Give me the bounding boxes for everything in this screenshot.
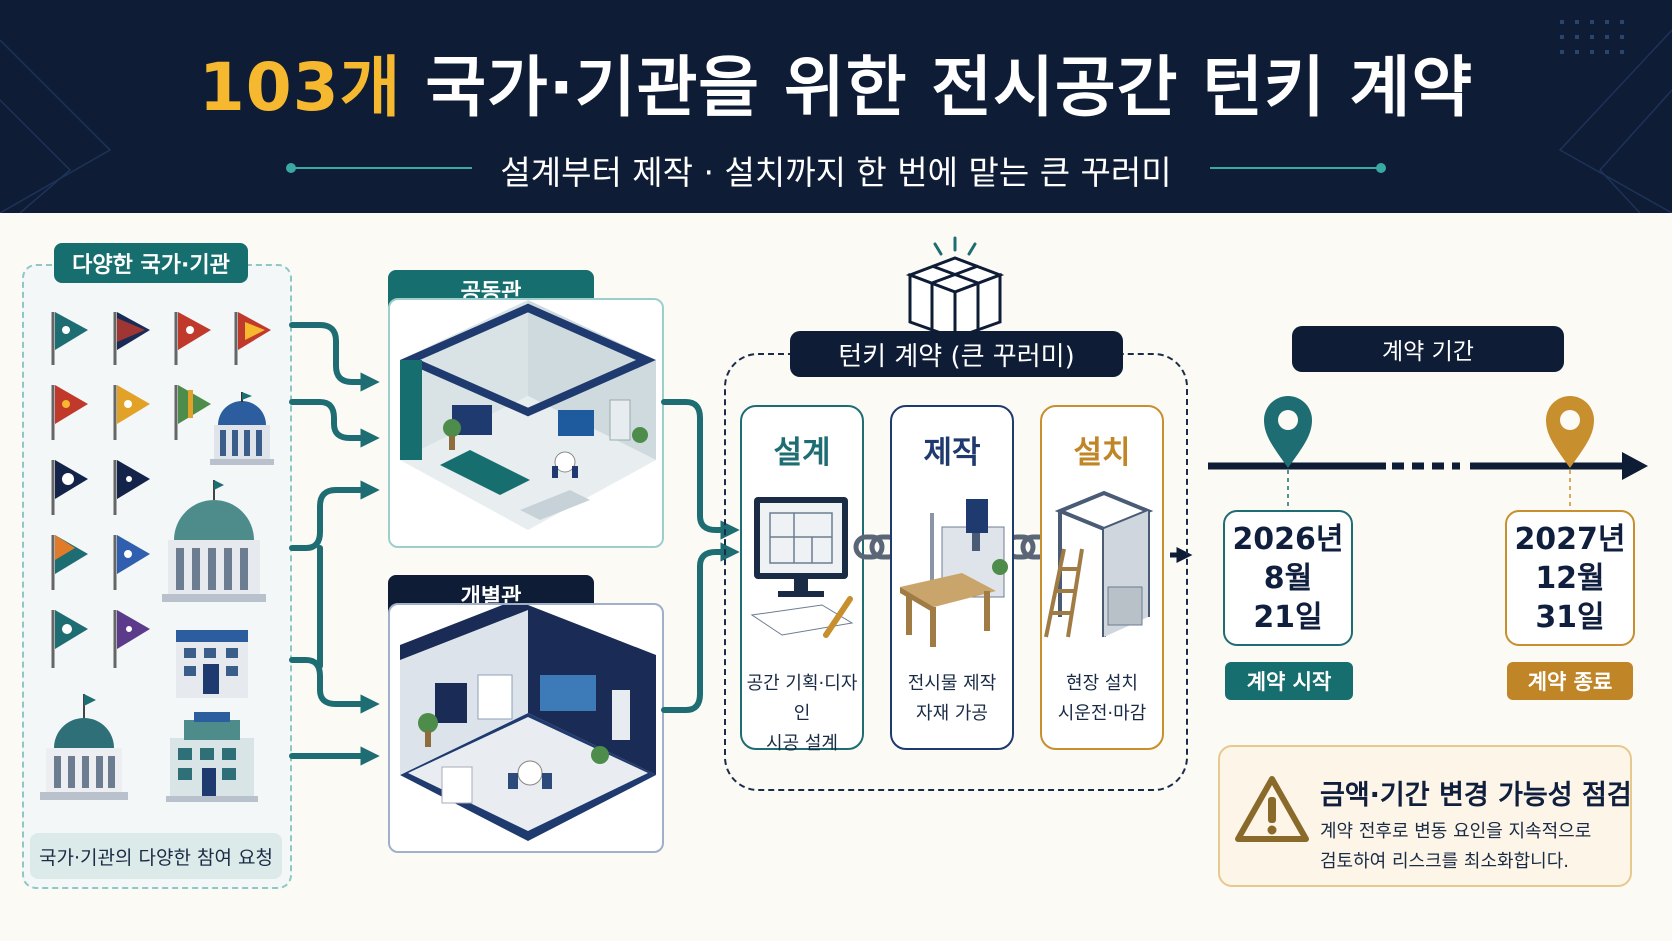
- flag-icon: [113, 535, 150, 590]
- step-desc-production: 전시물 제작 자재 가공: [892, 669, 1012, 729]
- flag-icon: [113, 460, 150, 515]
- workbench-machine-icon: [900, 499, 1008, 647]
- flag-icon: [174, 312, 211, 365]
- title-accent: 103개: [198, 49, 402, 126]
- start-date-month: 8월: [1263, 560, 1313, 596]
- header-pattern: [0, 20, 1672, 213]
- turnkey-label: 턴키 계약 (큰 꾸러미): [790, 331, 1123, 377]
- individual-pavilion-card: [388, 603, 664, 853]
- step-desc-line: 현장 설치: [1066, 673, 1138, 694]
- end-date-box: 2027년 12월 31일: [1505, 510, 1635, 646]
- contract-end-tag: 계약 종료: [1507, 662, 1633, 700]
- step-card-installation: 설치 현장 설치 시운전·마감: [1040, 405, 1164, 750]
- step-desc-line: 시운전·마감: [1057, 703, 1147, 724]
- step-desc-line: 전시물 제작: [907, 673, 997, 694]
- contract-period-label: 계약 기간: [1292, 326, 1564, 372]
- start-date-box: 2026년 8월 21일: [1223, 510, 1353, 646]
- header-banner: 103개 국가·기관을 위한 전시공간 턴키 계약 설계부터 제작 · 설치까지…: [0, 0, 1672, 213]
- page-subtitle: 설계부터 제작 · 설치까지 한 번에 맡는 큰 꾸러미: [500, 153, 1172, 192]
- flag-icon: [51, 610, 88, 668]
- flag-icon: [51, 312, 88, 365]
- government-building-icon: [210, 392, 274, 465]
- dome-building-icon: [40, 694, 128, 800]
- risk-check-box: 금액·기간 변경 가능성 점검 계약 전후로 변동 요인을 지속적으로 검토하여…: [1218, 745, 1632, 887]
- subtitle-line-left: [292, 167, 472, 169]
- installation-frame-icon: [1044, 490, 1154, 638]
- individual-booth-illustration: [400, 605, 656, 841]
- start-date-day: 21일: [1253, 599, 1323, 635]
- step-desc-installation: 현장 설치 시운전·마감: [1042, 669, 1162, 729]
- subtitle-dot-left: [286, 163, 296, 173]
- flag-icon: [51, 385, 88, 440]
- modern-building-icon: [166, 712, 258, 802]
- flag-icon: [174, 385, 211, 440]
- title-rest: 국가·기관을 위한 전시공간 턴키 계약: [401, 49, 1474, 126]
- country-panel-footer: 국가·기관의 다양한 참여 요청: [30, 833, 282, 879]
- capitol-building-icon: [162, 480, 266, 602]
- start-pin-icon: [1264, 396, 1312, 468]
- flag-icon: [113, 312, 150, 365]
- step-desc-design: 공간 기획·디자인 시공 설계: [742, 669, 862, 759]
- step-title-installation: 설치: [1073, 435, 1131, 471]
- step-title-production: 제작: [923, 435, 981, 471]
- contract-start-tag: 계약 시작: [1225, 662, 1353, 700]
- joint-booth-illustration: [400, 300, 656, 530]
- step-card-design: 설계 공간 기획·디자인 시공 설계: [740, 405, 864, 754]
- risk-check-title: 금액·기간 변경 가능성 점검: [1320, 780, 1632, 811]
- flag-icon: [234, 312, 271, 365]
- subtitle-line-right: [1210, 167, 1380, 169]
- subtitle-row: 설계부터 제작 · 설치까지 한 번에 맡는 큰 꾸러미: [0, 146, 1672, 192]
- risk-check-line: 계약 전후로 변동 요인을 지속적으로: [1320, 821, 1592, 842]
- end-date-year: 2027년: [1514, 521, 1626, 557]
- risk-check-text: 계약 전후로 변동 요인을 지속적으로 검토하여 리스크를 최소화합니다.: [1320, 817, 1591, 877]
- end-pin-icon: [1546, 396, 1594, 468]
- step-title-design: 설계: [773, 435, 831, 471]
- joint-pavilion-card: [388, 298, 664, 548]
- start-date-year: 2026년: [1232, 521, 1344, 557]
- office-building-icon: [176, 630, 248, 698]
- country-panel-label: 다양한 국가·기관: [54, 243, 248, 283]
- warning-icon: [1235, 776, 1309, 842]
- step-card-production: 제작 전시물 제작 자재 가공: [890, 405, 1014, 750]
- step-desc-line: 공간 기획·디자인: [746, 673, 858, 724]
- flag-icon: [51, 535, 88, 590]
- end-date-day: 31일: [1535, 599, 1605, 635]
- flag-icon: [113, 385, 150, 440]
- risk-check-line: 검토하여 리스크를 최소화합니다.: [1320, 851, 1570, 872]
- monitor-blueprint-icon: [750, 497, 854, 638]
- flag-icon: [51, 460, 88, 515]
- flag-icon: [113, 610, 150, 668]
- page-title: 103개 국가·기관을 위한 전시공간 턴키 계약: [0, 34, 1672, 130]
- subtitle-dot-right: [1376, 163, 1386, 173]
- step-desc-line: 시공 설계: [766, 733, 838, 754]
- end-date-month: 12월: [1535, 560, 1605, 596]
- step-desc-line: 자재 가공: [916, 703, 988, 724]
